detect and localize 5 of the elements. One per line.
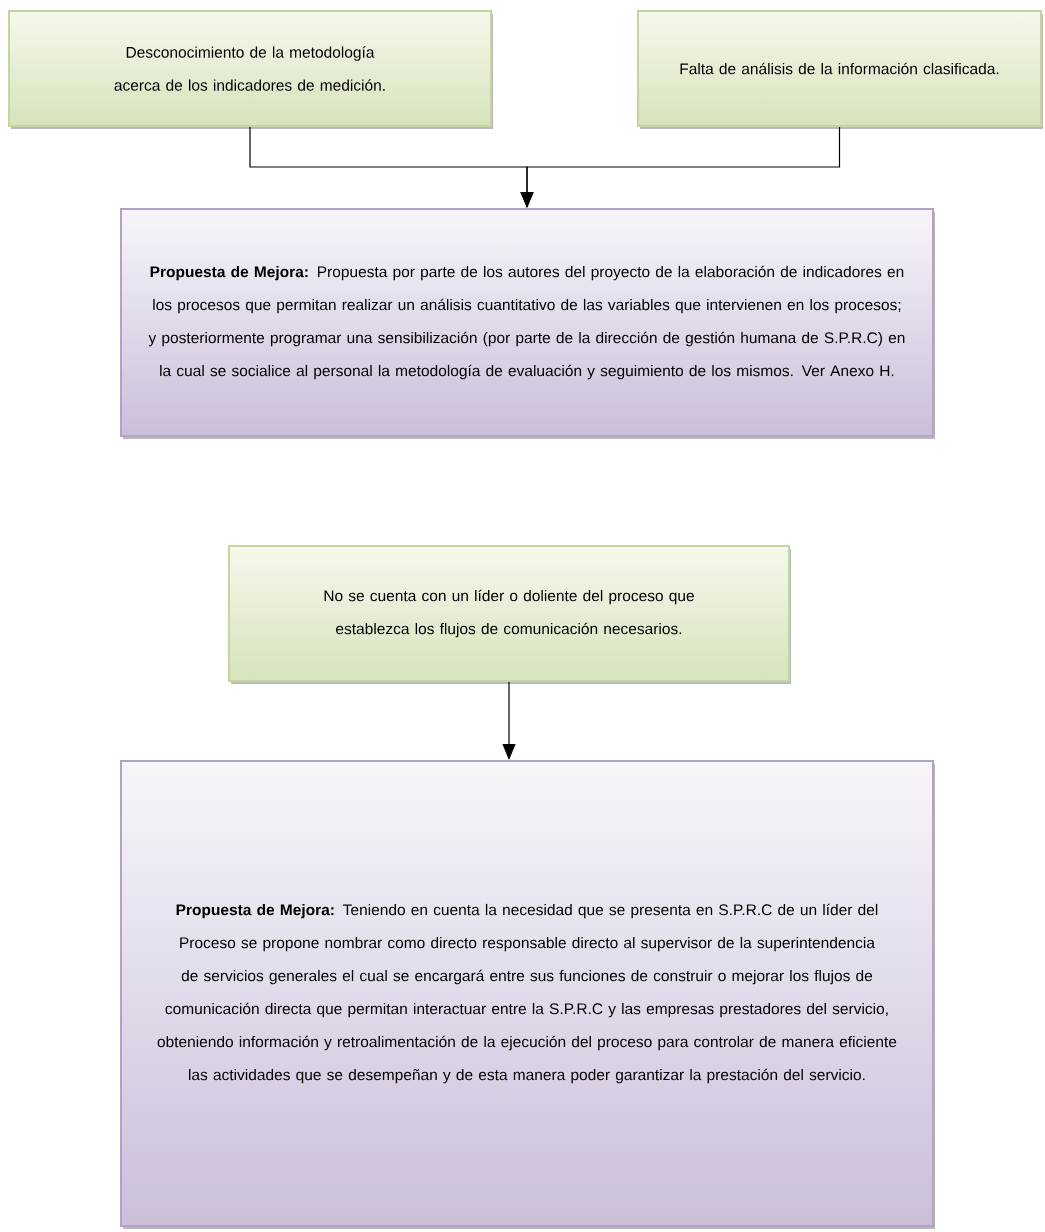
process-box: No se cuenta con un líder o doliente del proceso que establezca los flujos de comunicación necesarios.	[228, 545, 791, 684]
process-box: Falta de análisis de la información clasificada.	[637, 10, 1043, 129]
process-box: Propuesta de Mejora: Teniendo en cuenta la necesidad que se presenta en S.P.R.C de un líder del Proceso se propone nombrar como directo responsable directo al supervisor de la superintendencia de servicios generales el cual se encargará entre sus funciones de construir o mejorar los flujos de comunicación directa que permitan interactuar entre la S.P.R.C y las empresas prestadores del servicio, obteniendo información y retroalimentación de la ejecución del proceso para controlar de manera eficiente las actividades que se desempeñan y de esta manera poder garantizar la prestación del servicio.	[120, 760, 935, 1229]
process-box: Desconocimiento de la metodología acerca de los indicadores de medición.	[8, 10, 493, 129]
process-box: Propuesta de Mejora: Propuesta por parte de los autores del proyecto de la elaboración de indicadores en los procesos que permitan realizar un análisis cuantitativo de las variables que intervienen en los procesos; y posteriormente programar una sensibilización (por parte de la dirección de gestión humana de S.P.R.C) en la cual se socialice al personal la metodología de evaluación y seguimiento de los mismos. Ver Anexo H.	[120, 208, 935, 439]
